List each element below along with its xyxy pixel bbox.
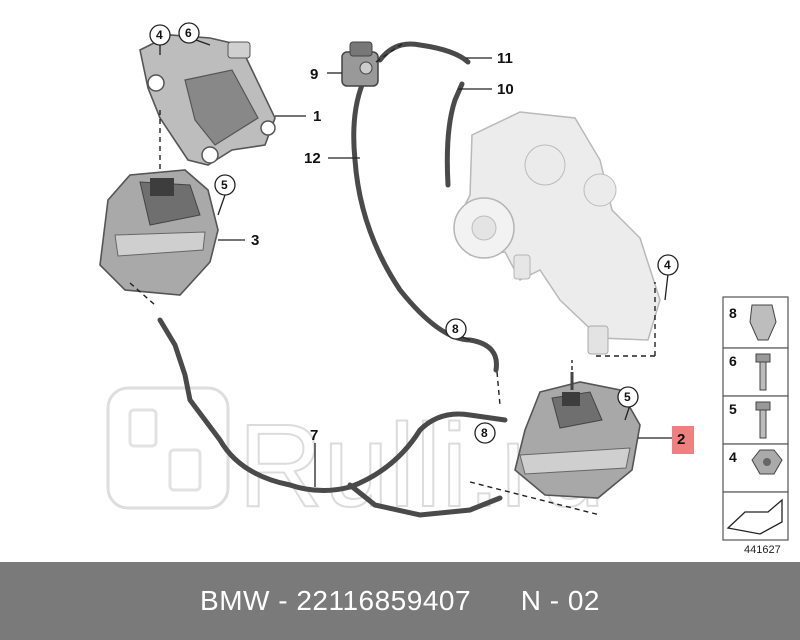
legend-label-6: 6 [729,353,737,369]
callout-12: 12 [304,150,321,167]
legend-label-8: 8 [729,305,737,321]
footer-bar: BMW - 22116859407 N - 02 [0,562,800,640]
circle-callout-4: 4 [156,28,163,42]
callout-1: 1 [313,108,321,125]
bolt-icon [755,401,771,439]
engine-mount-right [514,372,641,499]
callout-2-highlight [672,426,694,454]
parts-diagram: Rulli.ru [99,22,789,556]
circle-callout-5: 5 [221,178,228,192]
connector-line [469,481,601,516]
direction-arrow-icon [726,498,783,535]
engine-mount-left [99,169,219,296]
vacuum-hoses [157,41,508,518]
callout-3: 3 [251,232,259,249]
legend-label-4: 4 [729,449,737,465]
callout-9: 9 [310,66,318,83]
callout-11: 11 [497,50,513,67]
part-number-caption: BMW - 22116859407 N - 02 [200,585,600,616]
leader-lines [159,39,672,487]
callout-2: 2 [677,431,685,448]
connector-line [496,371,501,406]
solenoid-valve [341,41,379,87]
legend-label-5: 5 [729,401,737,417]
diagram-id: 441627 [744,544,781,556]
callout-7: 7 [310,427,318,444]
circle-callout-6: 6 [185,26,192,40]
callout-10: 10 [497,81,514,98]
circle-callout-8: 8 [452,322,459,336]
hose-clip-icon [749,304,777,341]
engine-support-bracket [139,34,276,166]
circle-callout-8-lower: 8 [481,426,488,440]
connector-line [129,282,156,306]
circle-callout-5-right: 5 [624,390,631,404]
circled-callouts [149,22,679,444]
circle-callout-4-right: 4 [664,258,671,272]
bolt-icon [755,353,771,391]
engine-block [453,111,661,355]
legend-panel: 8 6 5 4 [722,296,789,541]
